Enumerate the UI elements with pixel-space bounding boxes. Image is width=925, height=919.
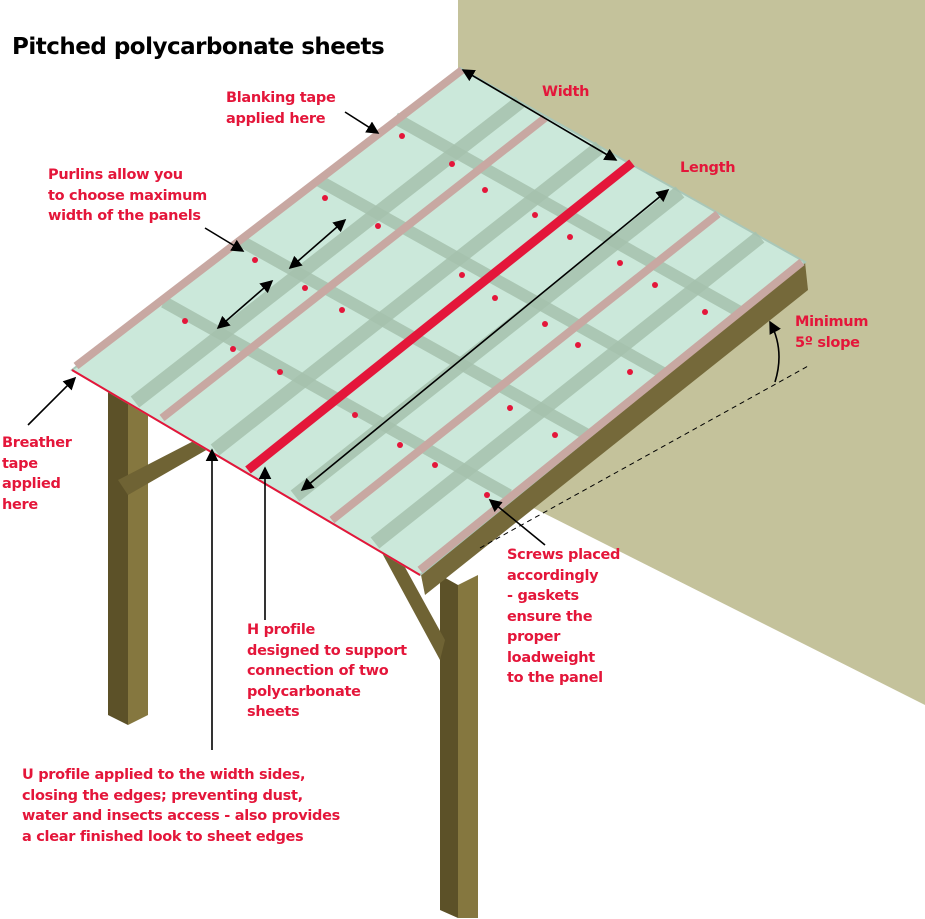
blanking-tape-label: Blanking tape applied here: [226, 90, 336, 127]
breather-tape: [71, 369, 421, 576]
width-label: Width: [542, 84, 590, 100]
page-title: Pitched polycarbonate sheets: [12, 34, 385, 60]
u-profile-label: U profile applied to the width sides, cl…: [22, 767, 340, 845]
breather-tape-label: Breather tape applied here: [2, 435, 72, 513]
right-post: [375, 540, 478, 918]
annotation-arrows: [27, 69, 811, 750]
left-post: [108, 385, 215, 725]
minimum-slope-label: Minimum 5º slope: [795, 314, 869, 351]
screws-label: Screws placed accordingly - gaskets ensu…: [507, 547, 621, 686]
h-profile-label: H profile designed to support connection…: [247, 622, 407, 720]
purlins-label: Purlins allow you to choose maximum widt…: [48, 167, 207, 224]
length-label: Length: [680, 160, 736, 176]
